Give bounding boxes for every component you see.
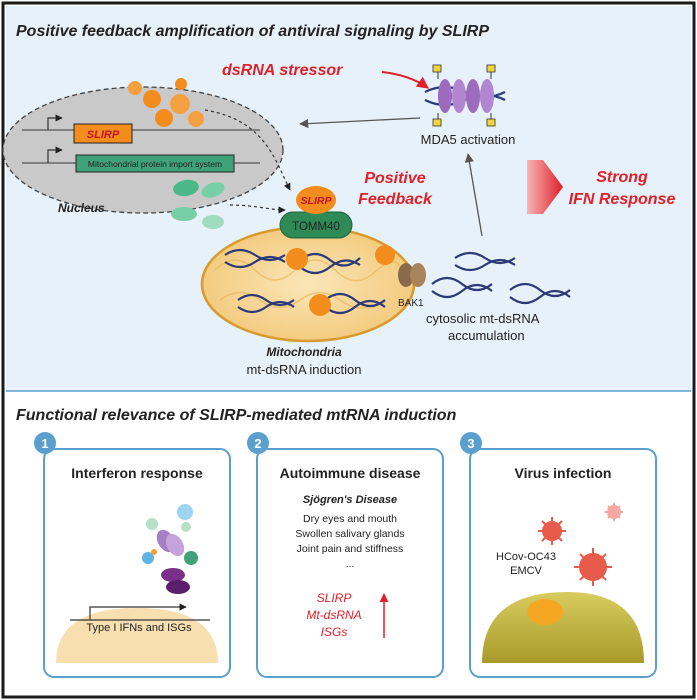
card-autoimmune-disease bbox=[256, 448, 444, 678]
import-transport-arrow bbox=[229, 204, 286, 214]
tomm40-label: TOMM40 bbox=[292, 221, 340, 233]
card1-gene-label: Type I IFNs and ISGs bbox=[86, 622, 192, 634]
feedback-label: Feedback bbox=[358, 191, 433, 208]
card2-title: Autoimmune disease bbox=[280, 465, 421, 481]
bak1-label: BAK1 bbox=[398, 298, 424, 309]
card-virus-infection bbox=[469, 448, 657, 678]
import-system-box bbox=[75, 154, 235, 173]
stressor-arrow bbox=[381, 71, 429, 89]
card3-number: 3 bbox=[467, 436, 474, 451]
nucleus: SLIRP Mitochondrial protein import syste… bbox=[2, 78, 284, 214]
card2-symptom-4: ... bbox=[346, 558, 355, 570]
card1-title: Interferon response bbox=[71, 465, 203, 481]
card2-number-badge bbox=[247, 432, 269, 454]
nucleus-label: Nucleus bbox=[58, 201, 105, 215]
slirp-protein bbox=[296, 186, 336, 214]
slirp-transport-arrow bbox=[204, 109, 291, 191]
card-interferon-response bbox=[43, 448, 231, 678]
card3-virus-1: HCov-OC43 bbox=[496, 551, 556, 563]
import-proteins bbox=[171, 179, 225, 229]
mda5-to-nucleus-arrow bbox=[299, 117, 421, 129]
mt-dsrna-induction-label: mt-dsRNA induction bbox=[247, 362, 362, 377]
strong-response-arrow bbox=[527, 160, 563, 214]
card2-marker-3: ISGs bbox=[321, 625, 348, 639]
mda5-label: MDA5 activation bbox=[421, 132, 516, 147]
top-panel-title: Positive feedback amplification of antiv… bbox=[16, 23, 489, 40]
positive-label: Positive bbox=[364, 170, 425, 187]
dsrna-stressor-label: dsRNA stressor bbox=[222, 62, 343, 79]
card2-number: 2 bbox=[254, 436, 261, 451]
strong-label: Strong bbox=[596, 169, 648, 186]
cytosolic-dsrna bbox=[431, 251, 571, 305]
card2-disease: Sjögren's Disease bbox=[303, 494, 397, 506]
card3-virus-2: EMCV bbox=[510, 565, 542, 577]
slirp-gene-box bbox=[73, 123, 133, 144]
dsrna-to-mda5-arrow bbox=[464, 153, 483, 237]
import-system-label: Mitochondrial protein import system bbox=[88, 159, 222, 169]
card2-symptom-2: Swollen salivary glands bbox=[295, 528, 404, 540]
mitochondria-label: Mitochondria bbox=[266, 345, 342, 359]
card1-number-badge bbox=[34, 432, 56, 454]
card3-title: Virus infection bbox=[515, 465, 612, 481]
ifn-response-label: IFN Response bbox=[569, 191, 676, 208]
slirp-protein-label: SLIRP bbox=[301, 195, 333, 207]
card2-symptom-3: Joint pain and stiffness bbox=[297, 543, 404, 555]
card2-marker-2: Mt-dsRNA bbox=[306, 608, 361, 622]
card2-symptom-1: Dry eyes and mouth bbox=[303, 513, 397, 525]
card3-number-badge bbox=[460, 432, 482, 454]
mitochondria bbox=[200, 225, 416, 343]
bottom-panel-title: Functional relevance of SLIRP-mediated m… bbox=[16, 407, 457, 424]
card1-number: 1 bbox=[41, 436, 48, 451]
cytosolic-label-1: cytosolic mt-dsRNA bbox=[426, 311, 540, 326]
mda5-complex bbox=[424, 64, 506, 127]
bak1-pore bbox=[398, 263, 426, 287]
cytosolic-label-2: accumulation bbox=[448, 328, 525, 343]
slirp-gene-label: SLIRP bbox=[87, 129, 120, 141]
card2-marker-1: SLIRP bbox=[317, 591, 352, 605]
